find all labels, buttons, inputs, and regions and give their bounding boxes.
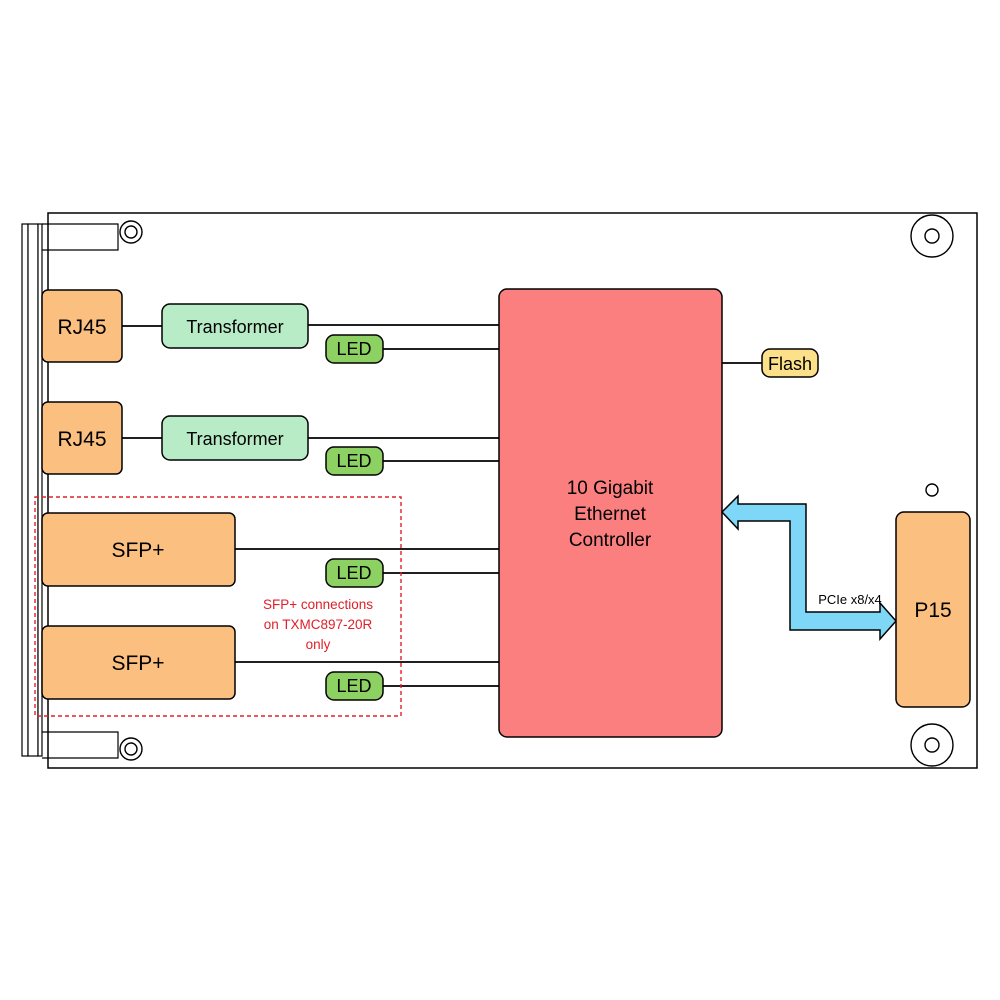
connection-lines — [122, 324, 762, 687]
controller-line-2: Ethernet — [574, 504, 647, 525]
front-panel — [21, 223, 119, 759]
sfp-note: SFP+ connections on TXMC897-20R only — [263, 597, 373, 652]
led-3: LED — [325, 558, 384, 588]
led-1: LED — [325, 334, 384, 364]
transformer-1-label: Transformer — [186, 317, 283, 337]
mounting-hole-rear-bottom — [910, 723, 954, 767]
mounting-hole-front-top — [119, 220, 143, 244]
rj45-port-2-label: RJ45 — [57, 428, 106, 451]
led-3-label: LED — [336, 563, 371, 583]
mounting-hole-front-bottom — [119, 737, 143, 761]
rj45-port-2: RJ45 — [41, 401, 123, 475]
rj45-port-1: RJ45 — [41, 289, 123, 363]
sfp-port-2-label: SFP+ — [111, 652, 164, 675]
transformer-1: Transformer — [161, 303, 309, 349]
transformer-2-label: Transformer — [186, 429, 283, 449]
flash-label: Flash — [768, 354, 812, 374]
sfp-port-2: SFP+ — [41, 625, 236, 700]
pcie-bus-label: PCIe x8/x4 — [818, 592, 882, 607]
led-2: LED — [325, 446, 384, 476]
controller-line-1: 10 Gigabit — [567, 478, 654, 499]
sfp-note-line-3: only — [306, 637, 331, 652]
sfp-option-area — [34, 496, 402, 717]
sfp-port-1-label: SFP+ — [111, 539, 164, 562]
led-2-label: LED — [336, 451, 371, 471]
transformer-2: Transformer — [161, 415, 309, 461]
sfp-note-line-1: SFP+ connections — [263, 597, 373, 612]
flash-memory: Flash — [761, 348, 819, 378]
sfp-note-line-2: on TXMC897-20R — [264, 617, 373, 632]
p15-label: P15 — [914, 599, 951, 622]
rj45-port-1-label: RJ45 — [57, 316, 106, 339]
sfp-port-1: SFP+ — [41, 512, 236, 587]
alignment-hole — [925, 483, 939, 497]
p15-connector: P15 — [895, 511, 971, 708]
controller-line-3: Controller — [569, 530, 652, 551]
led-4-label: LED — [336, 676, 371, 696]
led-4: LED — [325, 671, 384, 701]
ethernet-controller: 10 Gigabit Ethernet Controller — [498, 288, 723, 738]
led-1-label: LED — [336, 339, 371, 359]
mounting-hole-rear-top — [910, 214, 954, 258]
